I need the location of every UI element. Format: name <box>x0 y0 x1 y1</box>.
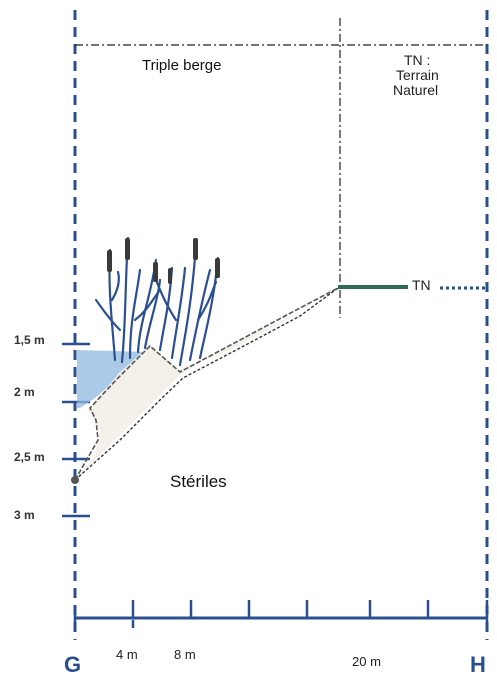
reed-seed-heads <box>107 238 220 284</box>
bank-slope-line <box>74 287 339 481</box>
triple-berge-label: Triple berge <box>142 57 222 74</box>
point-h-label: H <box>470 652 486 677</box>
depth-label-2: 2 m <box>14 385 35 399</box>
tn-box-line-2: Terrain <box>396 67 439 83</box>
spoil-mound <box>75 288 338 480</box>
depth-label-1-5: 1,5 m <box>14 333 45 347</box>
bank-toe-point <box>71 476 79 484</box>
distance-label-8m: 8 m <box>174 647 196 662</box>
depth-label-3: 3 m <box>14 508 35 522</box>
reed-vegetation <box>94 236 220 367</box>
distance-label-20m: 20 m <box>352 654 381 669</box>
steriles-label: Stériles <box>170 472 227 491</box>
tn-box-line-1: TN : <box>404 52 431 68</box>
tn-marker-label: TN <box>412 277 431 293</box>
tn-box-line-3: Naturel <box>393 82 439 98</box>
point-g-label: G <box>64 652 82 677</box>
mound-dotted-outline <box>74 287 339 481</box>
depth-label-2-5: 2,5 m <box>14 450 45 464</box>
distance-label-4m: 4 m <box>116 647 138 662</box>
distance-ticks <box>73 600 489 628</box>
